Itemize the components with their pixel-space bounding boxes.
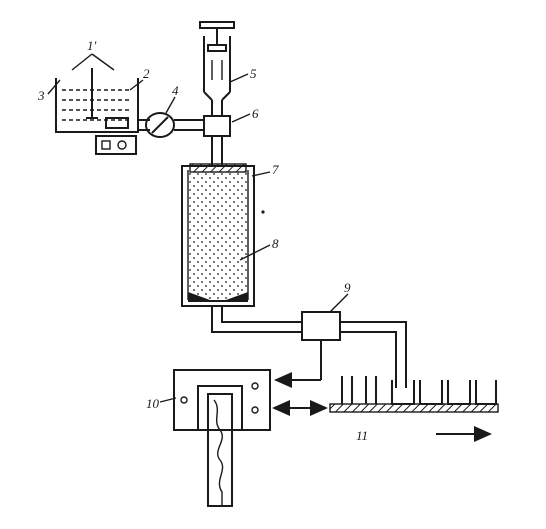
tubing-outlet (211, 306, 302, 333)
valve (203, 115, 231, 166)
leader-lines (47, 53, 349, 403)
packed-column (181, 163, 265, 307)
detector (274, 311, 407, 388)
label-11: 11 (356, 428, 368, 443)
fraction-collector (329, 376, 499, 442)
label-9: 9 (344, 280, 351, 295)
label-5: 5 (250, 66, 257, 81)
label-2: 2 (143, 66, 150, 81)
label-1-prime: 1' (87, 38, 97, 53)
label-6: 6 (252, 106, 259, 121)
tubing-inlet (138, 119, 150, 131)
pump (145, 112, 204, 138)
label-3: 3 (37, 88, 45, 103)
label-7: 7 (272, 162, 279, 177)
label-10: 10 (146, 396, 160, 411)
label-8: 8 (272, 236, 279, 251)
syringe (199, 21, 235, 116)
label-4: 4 (172, 83, 179, 98)
reservoir (55, 68, 139, 133)
recorder (173, 369, 271, 507)
stirrer-base (95, 135, 137, 155)
